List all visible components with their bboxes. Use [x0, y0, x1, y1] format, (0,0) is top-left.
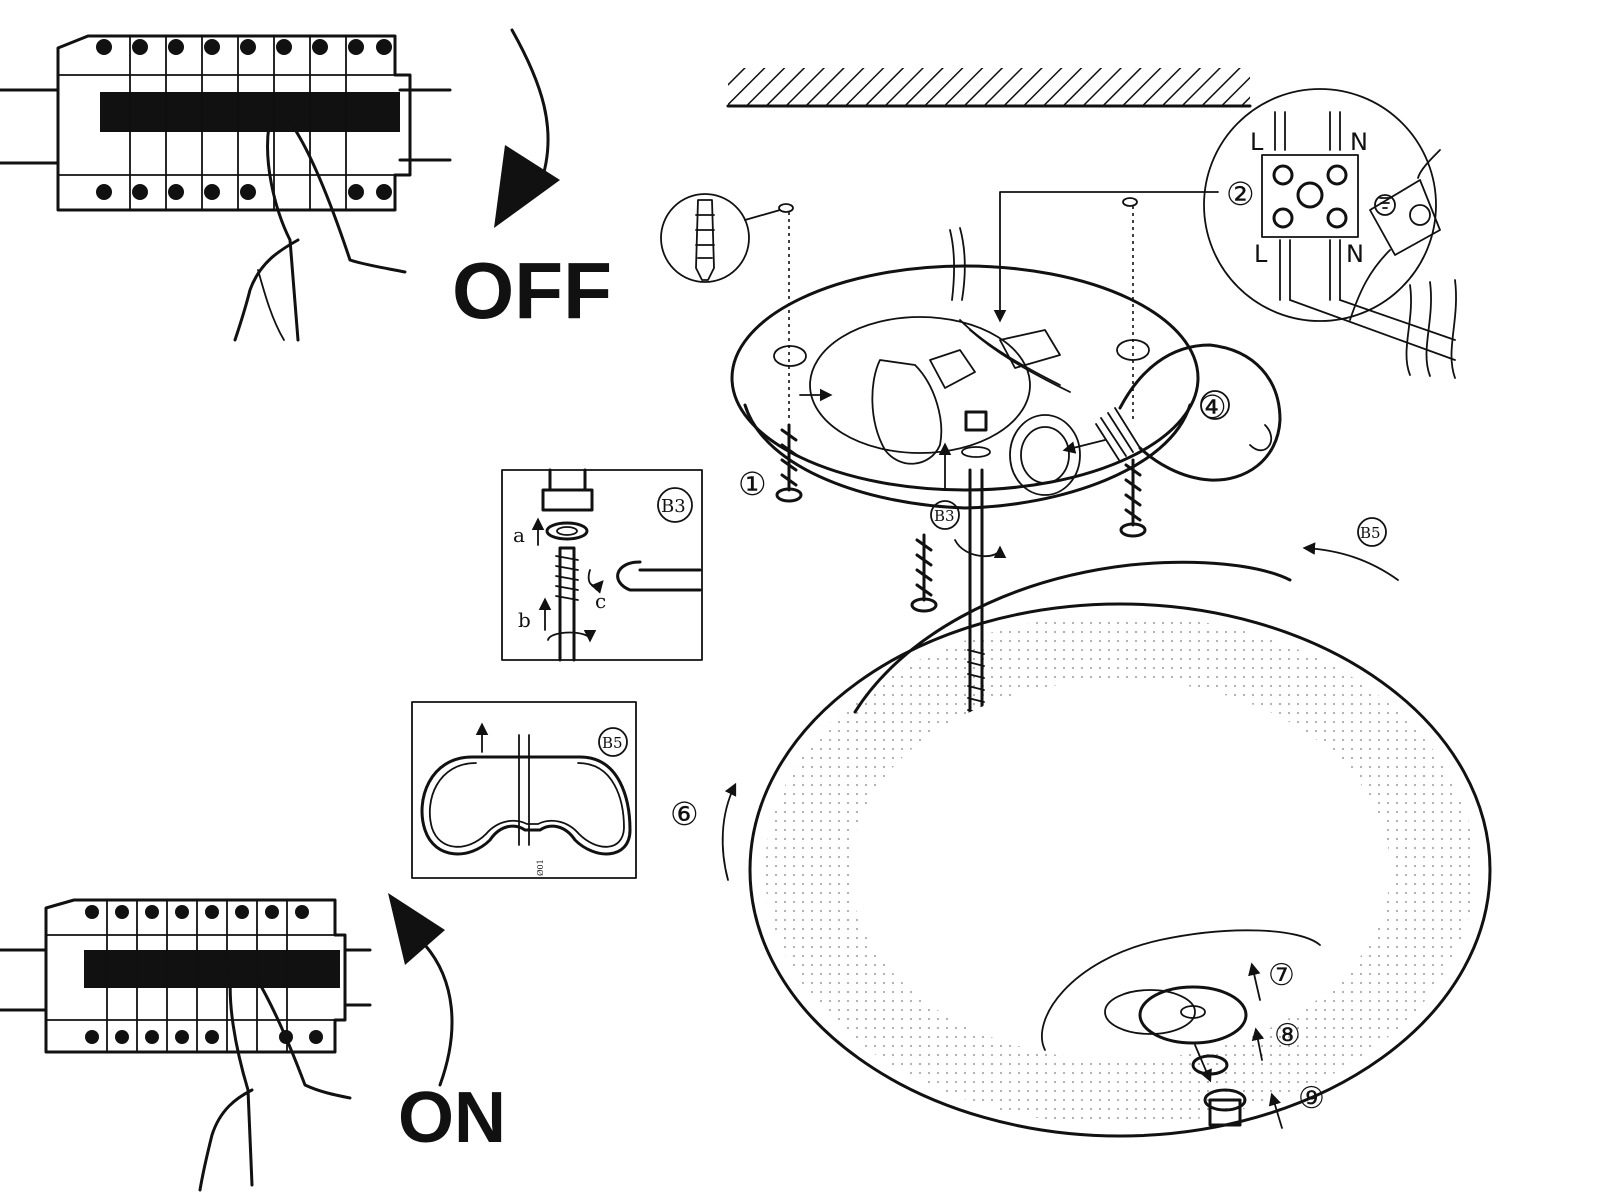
hand-icon [233, 118, 407, 342]
wiring-live-top-label: L [1250, 128, 1264, 156]
wiring-neutral-bottom-label: N [1346, 240, 1364, 268]
glass-diffuser [748, 560, 1492, 1138]
wall-plug-detail [660, 193, 1138, 283]
detail-b5-badge: B5 [598, 727, 628, 757]
callout-b3-badge: B3 [930, 500, 960, 530]
breaker-dividers [129, 35, 347, 211]
ceiling-plate [730, 206, 1200, 510]
detail-b5-measure: Ø01 [536, 859, 545, 876]
svg-text:B5: B5 [602, 734, 623, 752]
detail-b3: B3 a b c [501, 468, 703, 662]
detail-b3-badge: B3 [657, 487, 693, 523]
step-bulb-number: ④ [1198, 388, 1227, 426]
svg-text:B3: B3 [934, 507, 955, 525]
wiring-detail: L N L N ② [1203, 88, 1457, 379]
detail-b3-step-c: c [595, 589, 606, 613]
wiring-neutral-top-label: N [1350, 128, 1368, 156]
detail-b3-step-a: a [513, 523, 525, 547]
glass-twist-arrow [1302, 542, 1399, 581]
wiring-live-bottom-label: L [1254, 240, 1268, 268]
switch-on-arrowhead [388, 893, 445, 965]
detail-b3-step-b: b [518, 608, 531, 632]
ceiling-hatch [728, 68, 1250, 106]
screws [775, 423, 1147, 613]
breaker-panel-on [0, 898, 372, 1192]
glass-lift-arrow [721, 782, 737, 881]
callout-b5-badge: B5 [1357, 517, 1387, 547]
step-plate-number: ⑦ [1268, 958, 1295, 993]
step-cap-nut-number: ⑨ [1298, 1081, 1325, 1116]
step-wiring-number: ② [1226, 175, 1255, 213]
light-bulb: ④ [1062, 343, 1282, 482]
svg-text:B3: B3 [661, 496, 686, 517]
svg-text:B5: B5 [1360, 524, 1381, 542]
breaker-panel-off [0, 34, 452, 342]
breaker-terminals-top [96, 39, 392, 55]
power-off-label: OFF [452, 246, 612, 335]
breaker-terminals-bottom [96, 184, 392, 200]
switch-off-arrowhead [494, 145, 560, 228]
detail-b5: B5 Ø01 [411, 701, 637, 879]
power-on-label: ON [398, 1078, 506, 1158]
step-glass-number: ⑥ [670, 795, 699, 833]
switch-on-arrow [423, 943, 454, 1087]
breaker-on-terminals-top [85, 905, 309, 919]
step-washer-number: ⑧ [1274, 1018, 1301, 1053]
wiring-leader [993, 191, 1219, 323]
hand-on-icon [198, 963, 352, 1192]
step-mount-number: ① [738, 465, 767, 503]
switch-off-arrow [510, 28, 550, 187]
breaker-on-terminals-bottom [85, 1030, 323, 1044]
